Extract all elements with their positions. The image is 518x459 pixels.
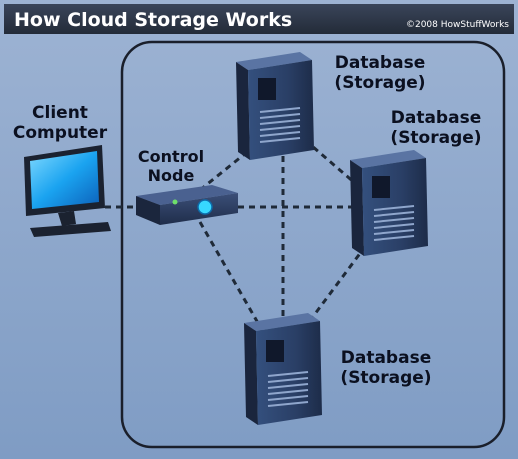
server-vents (267, 371, 309, 407)
db-bottom-label-line1: Database (341, 348, 431, 368)
database-bottom-label: Database (Storage) (340, 348, 431, 388)
server-tower-icon (350, 150, 428, 256)
server-top-face (236, 52, 312, 70)
link-db-right-db-bottom (301, 239, 372, 331)
server-side-face (236, 62, 250, 160)
server-side-face (350, 160, 364, 256)
header-background (4, 4, 514, 34)
db-right-label-line2: (Storage) (390, 128, 481, 148)
server-top-face (350, 150, 426, 168)
server-side-face (244, 323, 258, 425)
hub-status-led (172, 199, 178, 205)
database-right-label: Database (Storage) (390, 108, 481, 148)
client-label-line1: Client (32, 103, 88, 123)
client-label-line2: Computer (13, 123, 108, 143)
hub-top (136, 185, 238, 205)
cloud-boundary (120, 40, 506, 449)
server-drive-bay (266, 340, 284, 362)
control-label-line2: Node (148, 166, 195, 185)
hub-side (136, 196, 160, 225)
control-label-line1: Control (138, 147, 204, 166)
db-top-label-line2: (Storage) (334, 73, 425, 93)
keyboard (30, 222, 111, 237)
db-bottom-label-line2: (Storage) (340, 368, 431, 388)
client-computer-label: Client Computer (13, 103, 108, 143)
db-right-label-line1: Database (391, 108, 481, 128)
server-drive-bay (258, 78, 276, 100)
control-node-label: Control Node (138, 147, 204, 185)
header-bar: How Cloud Storage Works ©2008 HowStuffWo… (4, 4, 514, 34)
server-tower-icon (244, 313, 322, 425)
desktop-computer-icon (24, 145, 111, 237)
copyright-credit: ©2008 HowStuffWorks (406, 20, 509, 30)
server-drive-bay (372, 176, 390, 198)
server-top-face (244, 313, 320, 331)
hub-indicator-light (197, 199, 213, 215)
db-top-label-line1: Database (335, 53, 425, 73)
network-hub-icon (136, 185, 238, 225)
server-vents (259, 107, 301, 143)
server-vents (373, 205, 415, 241)
server-tower-icon (236, 52, 314, 160)
diagram-title: How Cloud Storage Works (14, 9, 292, 31)
database-top-label: Database (Storage) (334, 53, 425, 93)
monitor-screen (30, 151, 99, 209)
monitor-stand (58, 211, 76, 226)
link-control-db-bottom (198, 221, 264, 331)
link-db-top-db-right (304, 138, 364, 192)
